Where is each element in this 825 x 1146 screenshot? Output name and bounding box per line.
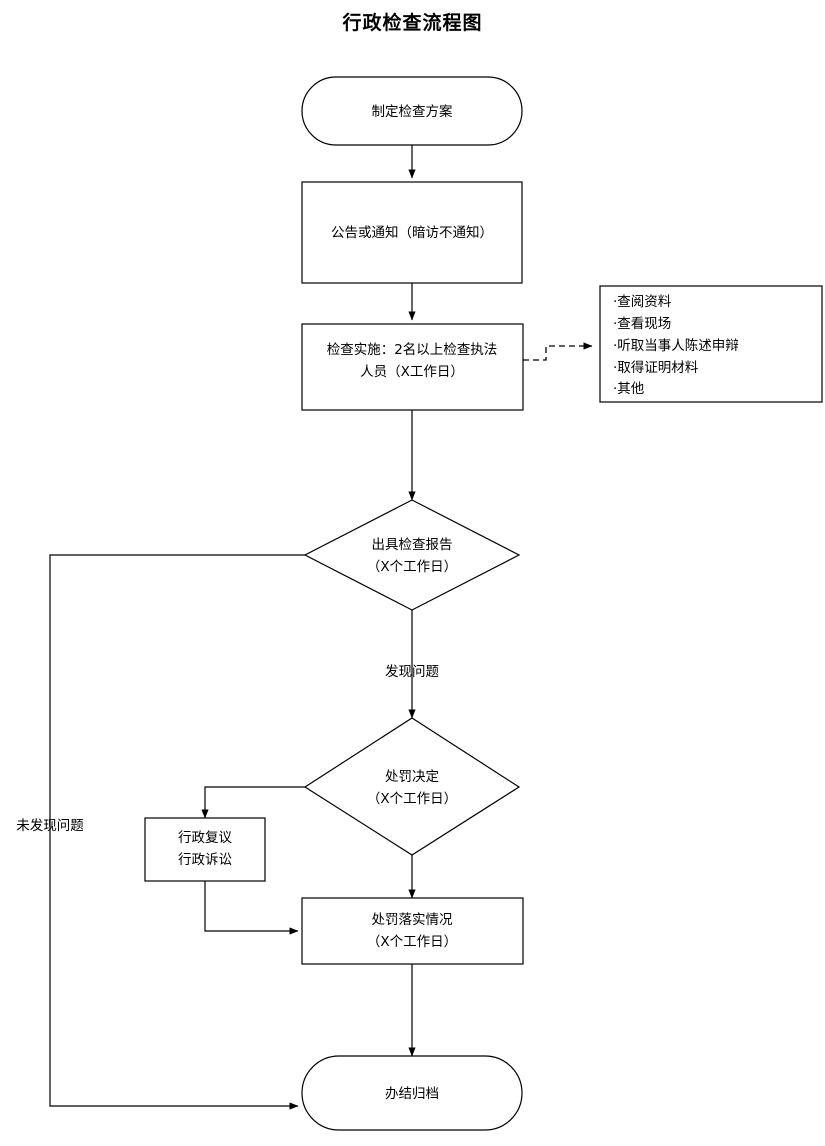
node-shape-diamond: [303, 717, 521, 856]
node-penalty-decision[interactable]: 处罚决定 （X个工作日）: [303, 717, 521, 856]
node-label-line2: 行政诉讼: [178, 852, 232, 868]
edge-n3-n4-dashed: [523, 342, 593, 361]
list-item: ·查看现场: [613, 316, 671, 332]
node-shape-rect: [301, 181, 523, 284]
list-item: ·查阅资料: [613, 294, 672, 310]
edge-n7-n8: [204, 881, 299, 935]
node-shape-stadium: [301, 1055, 523, 1131]
node-label-line2: （X个工作日）: [367, 559, 457, 575]
node-label: 制定检查方案: [372, 103, 453, 120]
node-label-line2: （X个工作日）: [367, 791, 457, 807]
node-penalty-implementation[interactable]: 处罚落实情况 （X个工作日）: [301, 897, 524, 965]
list-item: ·取得证明材料: [613, 359, 699, 376]
edge-label-found-issue: 发现问题: [385, 664, 439, 680]
node-label-line1: 处罚决定: [385, 769, 439, 785]
node-announcement-or-notice[interactable]: 公告或通知（暗访不通知）: [301, 181, 523, 284]
node-issue-inspection-report[interactable]: 出具检查报告 （X个工作日）: [303, 499, 521, 611]
page-title: 行政检查流程图: [342, 12, 483, 34]
node-shape-stadium: [301, 76, 523, 146]
edge-n6-n7: [201, 786, 305, 819]
node-inspection-methods-note[interactable]: ·查阅资料 ·查看现场 ·听取当事人陈述申辩 ·取得证明材料 ·其他: [599, 285, 823, 403]
node-label: 办结归档: [385, 1085, 439, 1102]
node-label-line2: 人员（X工作日）: [360, 364, 464, 380]
list-item: ·其他: [613, 381, 644, 397]
node-administrative-reconsideration-litigation[interactable]: 行政复议 行政诉讼: [144, 817, 266, 882]
node-label-line1: 出具检查报告: [372, 537, 453, 553]
node-label-line1: 处罚落实情况: [372, 912, 453, 928]
edge-n5-n9-no-issue: [49, 554, 305, 1110]
list-item: ·听取当事人陈述申辩: [613, 337, 739, 354]
edge-label-no-issue: 未发现问题: [16, 818, 84, 834]
node-label-line2: （X个工作日）: [367, 934, 457, 950]
node-label-line1: 检查实施：2名以上检查执法: [327, 342, 498, 358]
node-make-inspection-plan[interactable]: 制定检查方案: [301, 76, 523, 146]
node-inspection-execution[interactable]: 检查实施：2名以上检查执法 人员（X工作日）: [301, 323, 524, 411]
node-shape-diamond: [303, 499, 521, 611]
node-complete-and-archive[interactable]: 办结归档: [301, 1055, 523, 1131]
node-shape-rect: [301, 897, 524, 965]
connector-layer: [49, 145, 593, 1110]
node-label: 公告或通知（暗访不通知）: [331, 224, 493, 241]
node-shape-rect: [599, 285, 823, 403]
node-label-line1: 行政复议: [178, 829, 232, 846]
node-shape-rect: [144, 817, 266, 882]
node-shape-rect: [301, 323, 524, 411]
